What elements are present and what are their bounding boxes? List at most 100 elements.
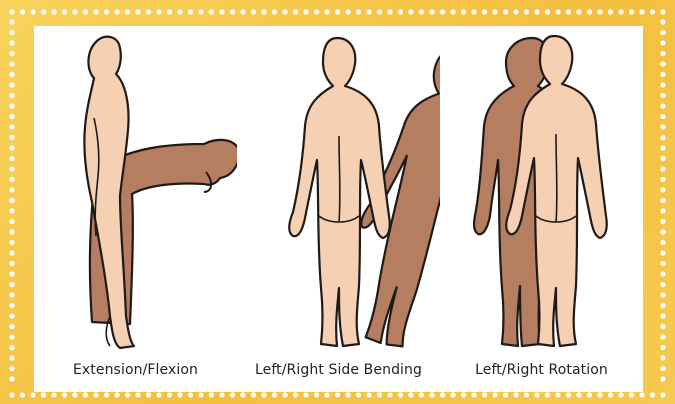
border-dot xyxy=(482,392,487,397)
border-dot xyxy=(51,392,56,397)
border-dot xyxy=(293,392,298,397)
border-dot xyxy=(9,376,14,381)
border-dot xyxy=(198,392,203,397)
border-dot xyxy=(587,9,592,14)
border-dot xyxy=(660,282,665,287)
border-dot xyxy=(524,9,529,14)
border-dot xyxy=(282,9,287,14)
border-dot xyxy=(167,9,172,14)
border-dot xyxy=(440,392,445,397)
border-dot xyxy=(9,208,14,213)
border-dot xyxy=(660,355,665,360)
border-dot xyxy=(293,9,298,14)
border-dot xyxy=(167,392,172,397)
border-dot xyxy=(660,103,665,108)
border-dot xyxy=(650,392,655,397)
border-dot xyxy=(660,250,665,255)
forward-bend-figure-icon xyxy=(34,26,237,356)
border-dot xyxy=(660,366,665,371)
border-dot xyxy=(660,198,665,203)
border-dot xyxy=(450,9,455,14)
border-dot xyxy=(9,51,14,56)
border-dot xyxy=(198,9,203,14)
border-dot xyxy=(555,392,560,397)
border-dot xyxy=(125,392,130,397)
border-dot xyxy=(555,9,560,14)
border-dot xyxy=(461,392,466,397)
border-dot xyxy=(660,156,665,161)
border-dot xyxy=(618,392,623,397)
border-dot xyxy=(534,392,539,397)
border-dot xyxy=(261,392,266,397)
border-dot xyxy=(9,166,14,171)
border-dot xyxy=(9,313,14,318)
border-dot xyxy=(114,392,119,397)
border-dot xyxy=(62,392,67,397)
border-dot xyxy=(660,40,665,45)
border-dot xyxy=(9,240,14,245)
border-dot xyxy=(9,355,14,360)
caption-rotation: Left/Right Rotation xyxy=(440,362,643,378)
border-dot xyxy=(471,9,476,14)
border-dot xyxy=(9,40,14,45)
side-bend-figure-icon xyxy=(237,26,440,356)
border-dot xyxy=(272,392,277,397)
border-dot xyxy=(9,124,14,129)
border-dot xyxy=(660,93,665,98)
border-dot xyxy=(482,9,487,14)
border-dot xyxy=(492,392,497,397)
border-dot xyxy=(345,392,350,397)
border-dot xyxy=(230,392,235,397)
border-dot xyxy=(303,392,308,397)
border-dot xyxy=(20,9,25,14)
border-dot xyxy=(72,9,77,14)
border-dot xyxy=(629,392,634,397)
border-dot xyxy=(219,9,224,14)
border-dot xyxy=(660,51,665,56)
border-dot xyxy=(188,392,193,397)
border-dot xyxy=(209,392,214,397)
border-dot xyxy=(660,334,665,339)
border-dot xyxy=(272,9,277,14)
border-dot xyxy=(9,72,14,77)
border-dot xyxy=(9,345,14,350)
border-dot xyxy=(660,61,665,66)
border-dot xyxy=(9,187,14,192)
border-dot xyxy=(9,82,14,87)
border-dot xyxy=(587,392,592,397)
border-dot xyxy=(660,19,665,24)
border-dot xyxy=(660,219,665,224)
border-dot xyxy=(377,392,382,397)
border-dot xyxy=(492,9,497,14)
border-dot xyxy=(629,9,634,14)
border-dot xyxy=(251,9,256,14)
border-dot xyxy=(503,392,508,397)
border-dot xyxy=(524,392,529,397)
border-dot xyxy=(660,240,665,245)
border-dot xyxy=(209,9,214,14)
border-dot xyxy=(608,9,613,14)
border-dot xyxy=(9,135,14,140)
border-dot xyxy=(608,392,613,397)
border-dot xyxy=(660,135,665,140)
border-dot xyxy=(450,392,455,397)
border-dot xyxy=(9,145,14,150)
border-dot xyxy=(9,366,14,371)
border-dot xyxy=(618,9,623,14)
border-dot xyxy=(9,93,14,98)
border-dot xyxy=(303,9,308,14)
border-dot xyxy=(660,345,665,350)
border-dot xyxy=(639,392,644,397)
border-dot xyxy=(660,114,665,119)
border-dot xyxy=(177,392,182,397)
border-dot xyxy=(114,9,119,14)
border-dot xyxy=(660,166,665,171)
border-dot xyxy=(83,9,88,14)
border-dot xyxy=(125,9,130,14)
border-dot xyxy=(9,250,14,255)
border-dot xyxy=(660,303,665,308)
side-bending-figure xyxy=(237,26,440,356)
border-dot xyxy=(41,392,46,397)
border-dot xyxy=(104,9,109,14)
border-dot xyxy=(30,9,35,14)
